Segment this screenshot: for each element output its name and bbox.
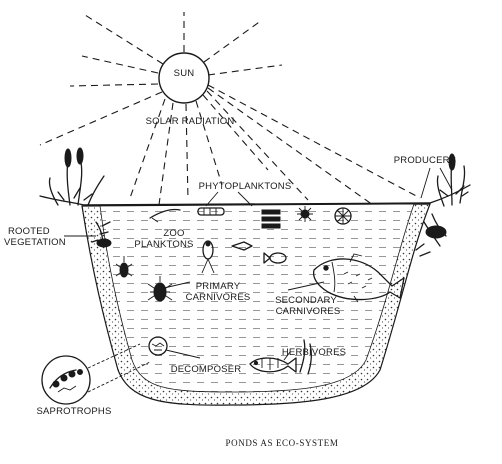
decomposer-label: DECOMPOSER	[171, 364, 242, 375]
phytoplanktons	[149, 206, 352, 229]
sun-label: SUN	[174, 68, 195, 79]
zoo-planktons-label-line1: ZOO	[163, 228, 184, 239]
saprotrophs-label: SAPROTROPHS	[36, 406, 111, 417]
zooplanktons	[201, 240, 253, 274]
pond-basin	[39, 184, 471, 406]
secondary-carnivores-label-line2: CARNIVORES	[276, 306, 341, 317]
primary-carnivores-label-line1: PRIMARY	[196, 281, 241, 292]
solar-rays	[39, 12, 421, 213]
solar-radiation-label: SOLAR RADIATION	[146, 116, 235, 127]
phytoplanktons-label: PHYTOPLANKTONS	[199, 181, 292, 192]
herbivores-label: HERBIVORES	[282, 347, 346, 358]
primary-carnivores	[115, 252, 287, 302]
primary-carnivores-label-line2: CARNIVORES	[186, 292, 251, 303]
phytoplankton-wheel	[334, 207, 352, 225]
producers-vegetation	[415, 153, 469, 257]
sun: SUN	[158, 52, 210, 104]
rooted-vegetation-label-line1: ROOTED	[8, 226, 50, 237]
phytoplankton-star	[297, 206, 313, 222]
secondary-carnivore-fish	[312, 253, 405, 303]
decomposer-organism	[148, 336, 168, 356]
secondary-carnivores-label-line1: SECONDARY	[275, 295, 337, 306]
labels: PRODUCERS PHYTOPLANKTONS ROOTED VEGETATI…	[4, 155, 456, 417]
producers-label: PRODUCERS	[394, 155, 457, 166]
rooted-vegetation	[48, 147, 112, 248]
rooted-vegetation-label-line2: VEGETATION	[4, 237, 66, 248]
pointer-lines	[64, 167, 453, 361]
saprotrophs-magnifier	[41, 343, 151, 405]
phytoplankton-stack	[261, 209, 281, 229]
zoo-planktons-label-line2: PLANKTONS	[134, 239, 193, 250]
herbivore-fish	[249, 339, 312, 375]
diagram-caption: PONDS AS ECO-SYSTEM	[226, 438, 339, 448]
